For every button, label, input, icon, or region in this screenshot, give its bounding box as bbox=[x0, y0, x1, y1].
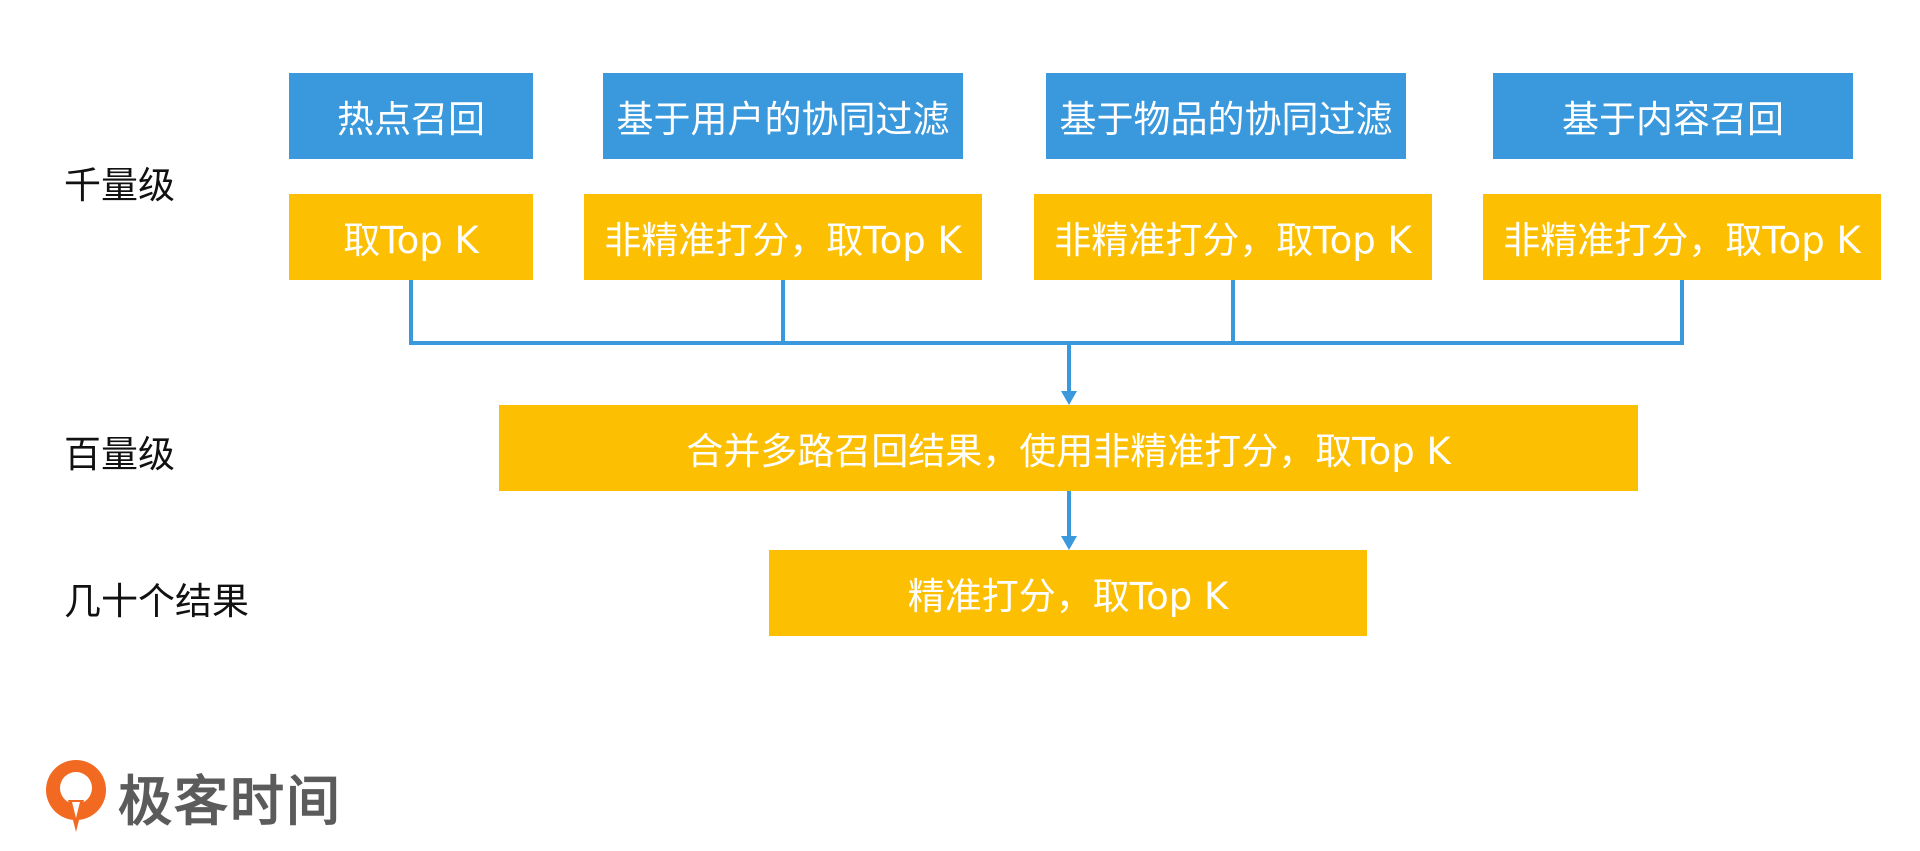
recall-score-user-cf: 非精准打分，取Top K bbox=[584, 194, 982, 280]
recall-source-user-cf: 基于用户的协同过滤 bbox=[603, 73, 963, 159]
brand-logo-icon bbox=[42, 756, 110, 836]
brand-logo: 极客时间 bbox=[42, 756, 342, 836]
recall-source-hot: 热点召回 bbox=[289, 73, 533, 159]
recall-score-item-cf: 非精准打分，取Top K bbox=[1034, 194, 1432, 280]
recall-source-item-cf: 基于物品的协同过滤 bbox=[1046, 73, 1406, 159]
arrow-to-final-head bbox=[1061, 536, 1077, 550]
recall-score-content: 非精准打分，取Top K bbox=[1483, 194, 1881, 280]
final-step-box: 精准打分，取Top K bbox=[769, 550, 1367, 636]
level-label-thousand: 千量级 bbox=[64, 164, 175, 207]
level-label-hundred: 百量级 bbox=[64, 433, 175, 476]
brand-logo-text: 极客时间 bbox=[118, 769, 342, 833]
merge-step-box: 合并多路召回结果，使用非精准打分，取Top K bbox=[499, 405, 1638, 491]
level-label-tens: 几十个结果 bbox=[64, 580, 249, 623]
recall-source-content: 基于内容召回 bbox=[1493, 73, 1853, 159]
arrow-to-merge-head bbox=[1061, 391, 1077, 405]
recall-score-hot: 取Top K bbox=[289, 194, 533, 280]
